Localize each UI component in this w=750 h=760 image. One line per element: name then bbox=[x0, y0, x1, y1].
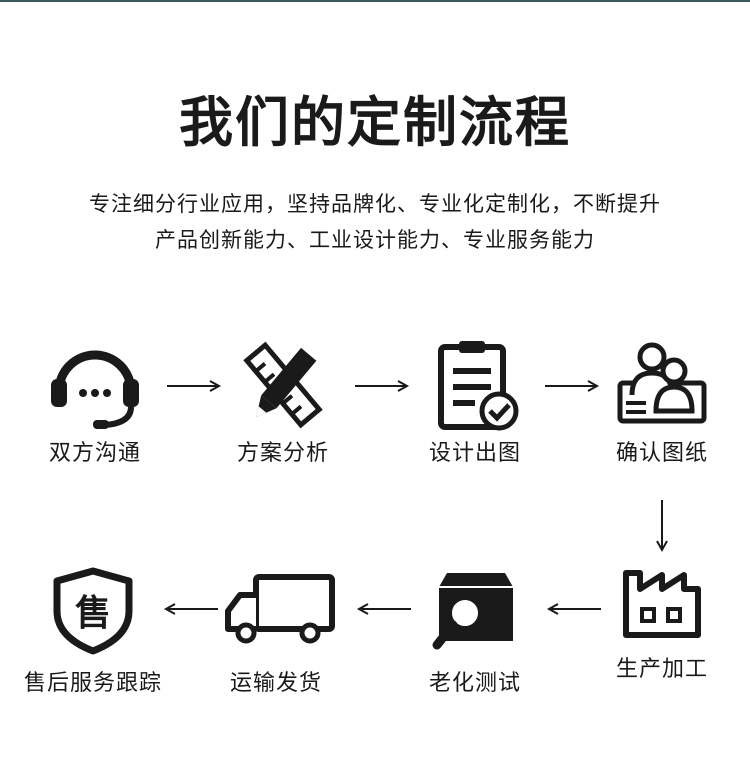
top-border bbox=[0, 0, 750, 2]
page-title: 我们的定制流程 bbox=[179, 91, 571, 154]
step-label: 设计出图 bbox=[428, 441, 521, 466]
step-communication: 双方沟通 bbox=[10, 335, 180, 467]
factory-icon bbox=[623, 570, 701, 638]
badge-char: 售 bbox=[75, 593, 111, 634]
headset-icon bbox=[51, 350, 139, 429]
step-label: 生产加工 bbox=[615, 657, 708, 682]
arrow-right-icon bbox=[167, 380, 222, 392]
subtitle-line-1: 专注细分行业应用，坚持品牌化、专业化定制化，不断提升 bbox=[89, 192, 661, 216]
step-label: 确认图纸 bbox=[615, 441, 708, 466]
step-label: 运输发货 bbox=[229, 671, 322, 696]
arrow-right-icon bbox=[545, 380, 600, 392]
step-label: 双方沟通 bbox=[48, 441, 141, 466]
step-confirm-drawing: 确认图纸 bbox=[577, 335, 747, 467]
step-label: 方案分析 bbox=[236, 441, 329, 466]
step-label: 老化测试 bbox=[428, 671, 521, 696]
step-production: 生产加工 bbox=[577, 565, 747, 683]
step-design-drawing: 设计出图 bbox=[390, 335, 560, 467]
users-card-icon bbox=[617, 342, 707, 424]
subtitle-line-2: 产品创新能力、工业设计能力、专业服务能力 bbox=[155, 228, 595, 252]
truck-icon bbox=[225, 574, 335, 644]
arrow-left-icon bbox=[546, 603, 601, 615]
step-aging-test: 老化测试 bbox=[390, 565, 560, 697]
clipboard-check-icon bbox=[438, 341, 519, 431]
arrow-right-icon bbox=[355, 380, 410, 392]
step-after-sales: 售 售后服务跟踪 bbox=[8, 565, 178, 697]
step-plan-analysis: 方案分析 bbox=[198, 335, 368, 467]
step-shipping: 运输发货 bbox=[191, 565, 361, 697]
box-magnifier-icon bbox=[432, 573, 513, 650]
step-label: 售后服务跟踪 bbox=[23, 671, 162, 696]
arrow-left-icon bbox=[163, 603, 218, 615]
pencil-ruler-icon bbox=[243, 341, 323, 429]
shield-badge-icon: 售 bbox=[53, 567, 133, 655]
arrow-down-icon bbox=[656, 500, 668, 553]
arrow-left-icon bbox=[356, 603, 411, 615]
